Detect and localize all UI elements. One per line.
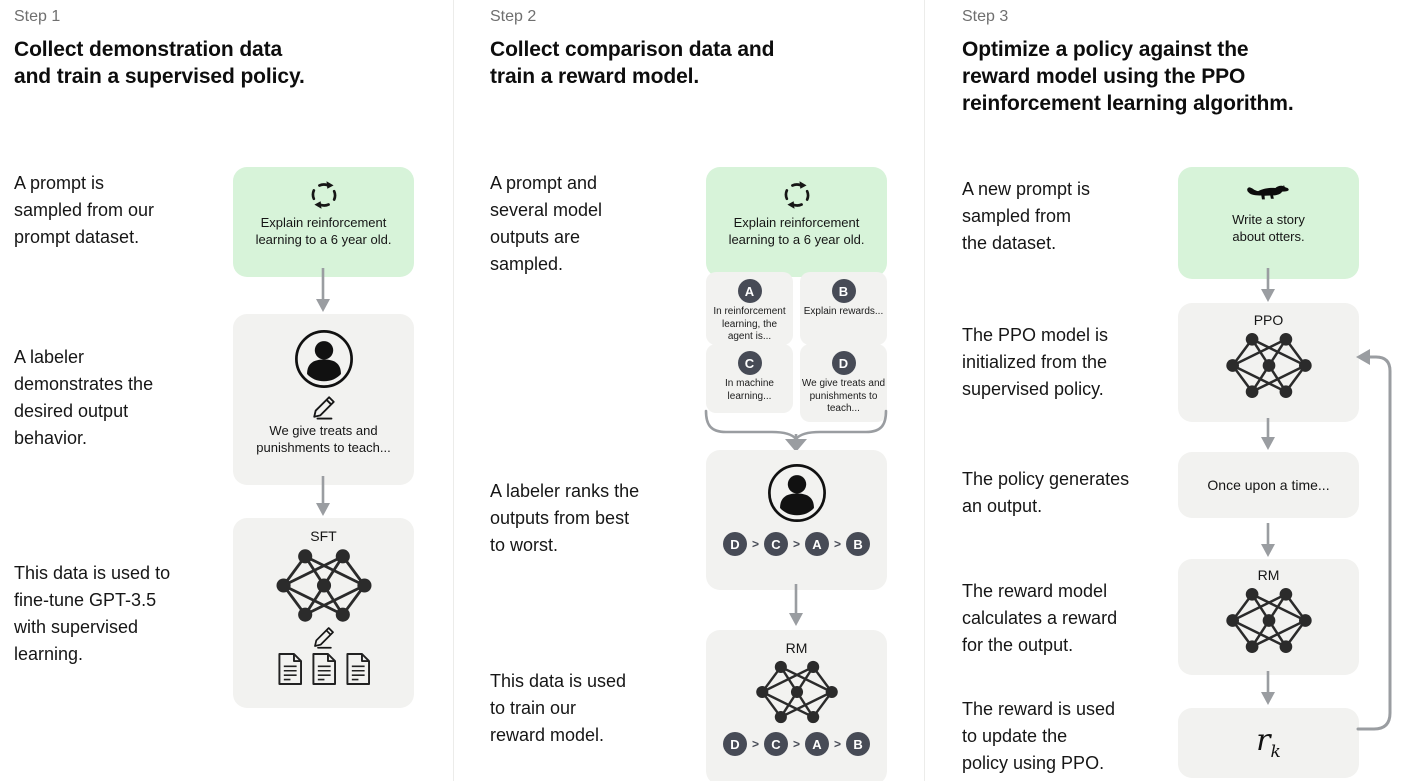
step3-caption-reward-calc: The reward model calculates a reward for… [962, 581, 1118, 655]
step3-label: Step 3 [962, 8, 1009, 25]
rm-label: RM [785, 640, 808, 656]
reward-subscript: k [1270, 741, 1281, 762]
output-text-b: Explain rewards... [803, 306, 884, 317]
ranking-row: D > C > A > B [722, 732, 871, 756]
rank-separator: > [834, 737, 842, 751]
person-icon [293, 328, 355, 390]
step3-reward-box: rk [1178, 708, 1359, 778]
arrow-down [316, 268, 330, 312]
step2-rm-box: RM D > C > A > B [706, 630, 887, 781]
output-badge-d: D [831, 351, 856, 375]
output-box-d: D We give treats and punishments to teac… [800, 344, 887, 422]
step2-caption-sampled: A prompt and several model outputs are s… [490, 173, 603, 274]
rank-separator: > [792, 737, 800, 751]
step1-labeler-box: We give treats and punishments to teach.… [233, 314, 414, 485]
rank-separator: > [834, 537, 842, 551]
arrow-down [1261, 523, 1275, 557]
output-box-b: B Explain rewards... [800, 272, 887, 345]
step2-label: Step 2 [490, 8, 537, 25]
arrow-down [1261, 418, 1275, 450]
step3-output-box: Once upon a time... [1178, 452, 1359, 518]
step2-ranking-box: D > C > A > B [706, 450, 887, 590]
arrow-down [316, 476, 330, 516]
ranking-row: D > C > A > B [722, 532, 871, 556]
merge-brace-arrow [704, 409, 888, 452]
rank-badge: D [722, 532, 747, 556]
step1-prompt-text: Explain reinforcement learning to a 6 ye… [255, 215, 392, 247]
reward-symbol: r [1256, 722, 1271, 758]
column-divider-1 [453, 0, 454, 781]
output-badge-b: B [831, 279, 856, 303]
rank-badge: B [846, 732, 871, 756]
output-box-a: A In reinforcement learning, the agent i… [706, 272, 793, 345]
step2-prompt-box: Explain reinforcement learning to a 6 ye… [706, 167, 887, 277]
documents-icon [275, 651, 373, 687]
step3-prompt-box: Write a story about otters. [1178, 167, 1359, 279]
cycle-icon [782, 180, 812, 210]
rank-badge: A [805, 532, 829, 556]
pencil-icon [311, 394, 337, 420]
neural-network-icon [1225, 330, 1313, 401]
step3-ppo-box: PPO [1178, 303, 1359, 422]
step1-caption-prompt: A prompt is sampled from our prompt data… [14, 173, 155, 247]
step1-caption-finetune: This data is used to fine-tune GPT-3.5 w… [14, 563, 171, 664]
output-text-d: We give treats and punishments to teach.… [801, 378, 886, 414]
step3-output-text: Once upon a time... [1207, 476, 1330, 493]
arrow-down [789, 584, 803, 626]
step3-caption-update: The reward is used to update the policy … [962, 699, 1116, 773]
output-text-a: In reinforcement learning, the agent is.… [713, 306, 786, 342]
neural-network-icon [275, 546, 373, 625]
rank-badge: C [763, 732, 788, 756]
rank-separator: > [751, 737, 759, 751]
otter-icon [1246, 182, 1292, 204]
arrow-down [1261, 671, 1275, 705]
step3-caption-generates: The policy generates an output. [962, 469, 1130, 516]
pencil-icon [312, 625, 336, 649]
rm-label: RM [1257, 567, 1280, 583]
cycle-icon [309, 180, 339, 210]
step1-heading: Collect demonstration data and train a s… [14, 38, 305, 88]
rank-badge: C [763, 532, 788, 556]
step3-rm-box: RM [1178, 559, 1359, 675]
step2-caption-train: This data is used to train our reward mo… [490, 671, 627, 745]
step1-label: Step 1 [14, 8, 61, 25]
sft-label: SFT [310, 528, 337, 544]
output-badge-c: C [737, 351, 762, 375]
rank-separator: > [792, 537, 800, 551]
output-badge-a: A [737, 279, 762, 303]
step1-demonstration-text: We give treats and punishments to teach.… [256, 423, 391, 455]
step1-prompt-box: Explain reinforcement learning to a 6 ye… [233, 167, 414, 277]
feedback-loop-arrow [1356, 349, 1392, 731]
output-text-c: In machine learning... [725, 378, 774, 402]
rank-badge: A [805, 732, 829, 756]
output-box-c: C In machine learning... [706, 344, 793, 413]
person-icon [766, 462, 828, 524]
step1-sft-box: SFT [233, 518, 414, 708]
step3-caption-ppo-init: The PPO model is initialized from the su… [962, 325, 1109, 399]
column-divider-2 [924, 0, 925, 781]
neural-network-icon [1225, 585, 1313, 656]
step3-caption-new-prompt: A new prompt is sampled from the dataset… [962, 179, 1091, 253]
rank-badge: B [846, 532, 871, 556]
step1-caption-labeler: A labeler demonstrates the desired outpu… [14, 347, 154, 448]
rank-separator: > [751, 537, 759, 551]
arrow-down [1261, 268, 1275, 302]
step2-heading: Collect comparison data and train a rewa… [490, 38, 775, 88]
step2-prompt-text: Explain reinforcement learning to a 6 ye… [728, 215, 865, 247]
step2-caption-ranks: A labeler ranks the outputs from best to… [490, 481, 640, 555]
step3-prompt-text: Write a story about otters. [1232, 212, 1305, 244]
ppo-label: PPO [1253, 312, 1284, 328]
neural-network-icon [755, 658, 839, 726]
step3-heading: Optimize a policy against the reward mod… [962, 38, 1294, 115]
reward-value: rk [1256, 722, 1281, 762]
rank-badge: D [722, 732, 747, 756]
